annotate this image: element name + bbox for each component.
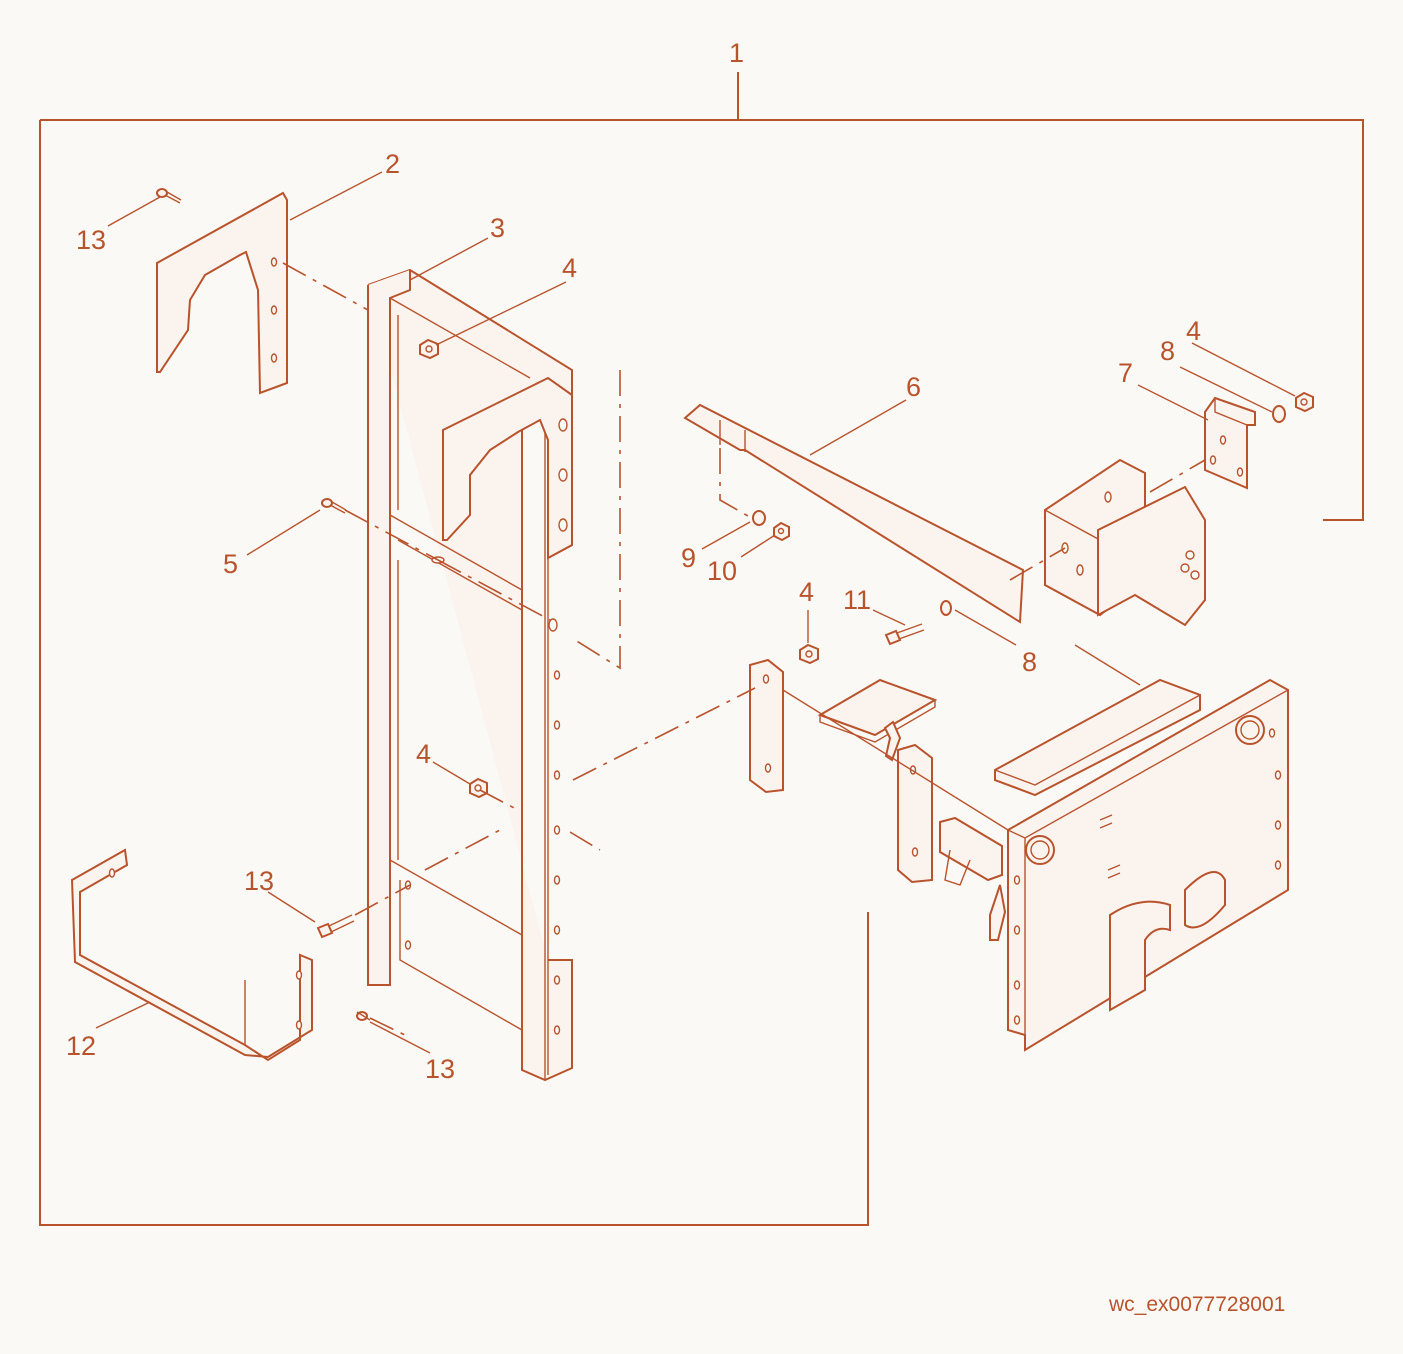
callout-4: 4 [562,253,577,283]
callout-13: 13 [425,1054,455,1084]
base-frame [749,644,1289,1052]
bolt-icon [884,623,925,646]
screw-icon [356,1011,371,1021]
bolt-icon [316,914,355,939]
hex-nut-icon [1295,391,1314,413]
callout-4: 4 [1186,316,1201,346]
screw-icon [321,498,347,514]
callout-11: 11 [843,585,871,615]
callout-9: 9 [681,543,696,573]
hex-nut-icon [799,643,819,665]
washer-icon [1272,405,1286,423]
hardware-items [156,188,1314,1021]
callout-5: 5 [223,549,238,579]
cover-plate [574,370,1025,670]
callout-4: 4 [416,739,431,769]
figure-code: wc_ex0077728001 [1108,1293,1285,1316]
callout-8: 8 [1160,336,1175,366]
upper-hook-bracket [156,191,288,395]
callout-2: 2 [385,149,400,179]
hex-nut-icon [773,521,790,542]
callout-10: 10 [707,556,737,586]
callout-8: 8 [1022,647,1037,677]
washer-icon [940,600,952,616]
hex-nut-icon [419,338,439,360]
callout-3: 3 [490,213,505,243]
mount-housing [1044,458,1206,627]
callout-labels: 1 2 3 4 4 4 4 5 6 7 8 8 9 10 11 12 13 13… [66,38,1201,1084]
callout-13: 13 [244,866,274,896]
callout-1: 1 [729,38,744,68]
callout-7: 7 [1118,358,1133,388]
callout-12: 12 [66,1031,96,1061]
assembly-bracket [39,72,1364,1226]
callout-leaders [95,171,1296,1054]
assembly-centerlines [282,262,1206,1036]
washer-icon [752,510,766,526]
callout-4: 4 [799,577,814,607]
lower-guard [70,848,313,1062]
hex-nut-icon [469,777,488,799]
angle-bracket [1204,396,1256,490]
callout-6: 6 [906,372,921,402]
main-frame [367,268,573,1082]
screw-icon [156,188,182,204]
callout-13: 13 [76,225,106,255]
